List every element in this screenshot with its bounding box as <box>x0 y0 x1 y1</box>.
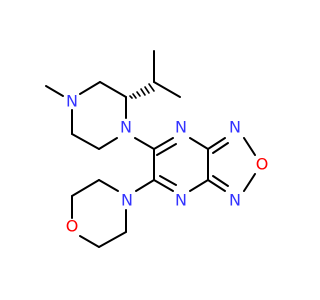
bond-pyrazine-n-c <box>189 137 209 150</box>
bond-methyl-n <box>45 85 64 97</box>
bond-pyrazine-nbottom-c-double <box>159 175 177 186</box>
bond-morph-c3-c4 <box>98 231 127 248</box>
bond-pyrazine-c-nbottom <box>189 179 209 192</box>
bond-pyrazine-nbottom-c <box>153 179 174 192</box>
bond-oxa-c-ntop-double <box>212 142 229 154</box>
atom-n-pyrazine-top: N <box>175 118 187 137</box>
bond-oxa-o-nbottom <box>243 173 256 192</box>
bond-pip-c5-c6 <box>71 133 100 150</box>
atom-o-oxadiazole: O <box>256 155 269 174</box>
bond-pip-n4-c5 <box>98 137 118 150</box>
atom-n-morpholine: N <box>121 191 133 210</box>
bond-oxa-nbottom-c-double <box>212 175 229 187</box>
bond-pip-c2-c3 <box>99 81 127 98</box>
bonds-layer <box>45 50 256 248</box>
atom-n-oxadiazole-top: N <box>229 118 241 137</box>
bond-morph-o-c3 <box>79 235 100 248</box>
bond-pyrazine-c1-n <box>153 137 174 150</box>
stereo-hash-bond <box>129 83 155 99</box>
bond-pip-n1-c2 <box>79 81 101 95</box>
atom-n-piperazine-bottom: N <box>120 118 132 137</box>
bond-oxa-c-ntop <box>207 137 226 150</box>
bond-morph-n-c1 <box>98 179 119 192</box>
bond-oxa-ntop-o <box>243 137 256 156</box>
atom-labels-layer: N N N N N N O N O <box>66 92 269 236</box>
molecule-structure-diagram: N N N N N N O N O <box>45 50 269 248</box>
atom-n-piperazine-top: N <box>66 92 78 111</box>
bond-pyrazine-morpholine <box>135 179 155 192</box>
bond-pyrazine-c1-n-double <box>156 143 177 156</box>
atom-o-morpholine: O <box>66 217 79 236</box>
bond-oxa-nbottom-c <box>207 179 226 192</box>
atom-n-pyrazine-bottom: N <box>175 191 187 210</box>
bond-isopropyl-ch-me2 <box>153 81 181 98</box>
bond-pip-n4-pyrazine <box>134 137 155 150</box>
bond-morph-c1-c2 <box>71 179 100 197</box>
atom-n-oxadiazole-bottom: N <box>229 191 241 210</box>
